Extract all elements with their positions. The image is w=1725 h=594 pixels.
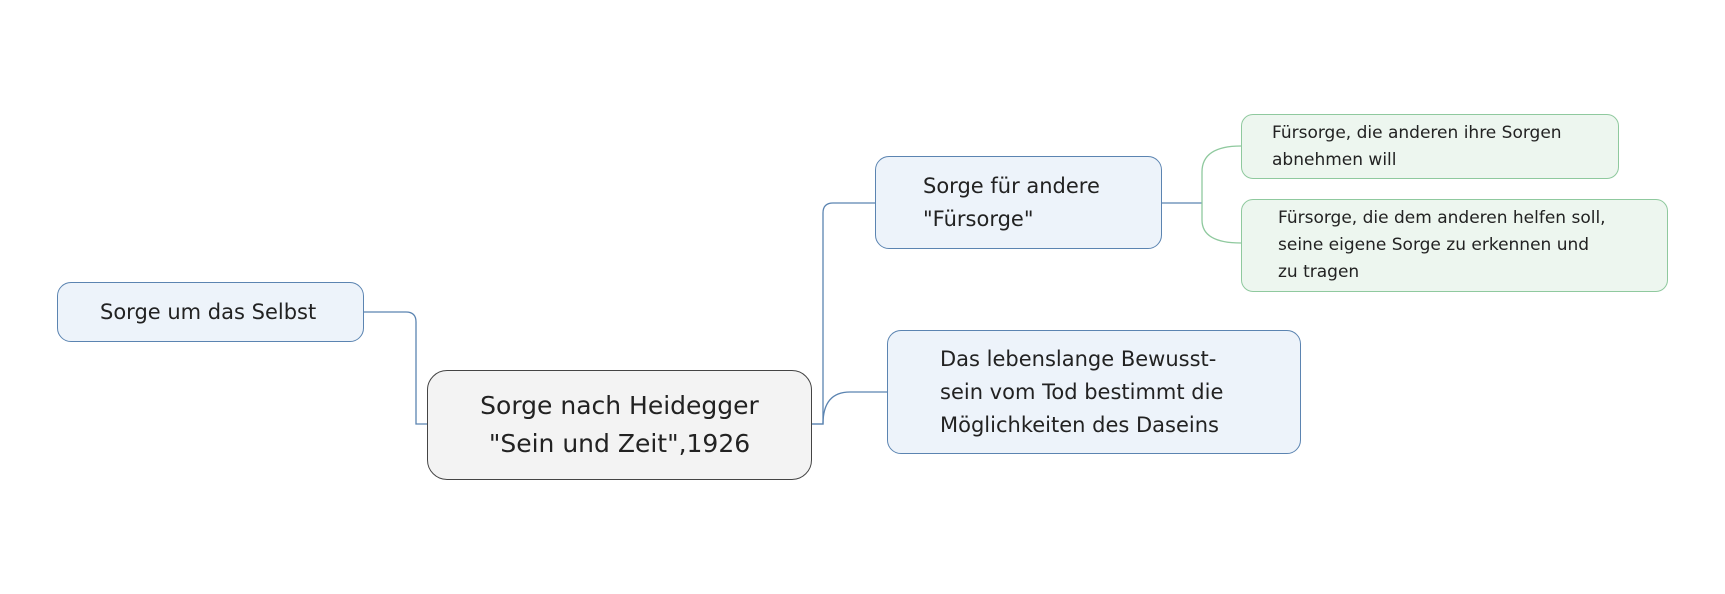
node-label: Sorge um das Selbst <box>100 299 317 324</box>
link-central-left <box>364 311 427 425</box>
central-line-1: Sorge nach Heidegger <box>480 391 759 420</box>
link-central-fuersorge <box>812 202 875 425</box>
link-child-1 <box>1201 145 1242 203</box>
node-line: "Fürsorge" <box>923 206 1034 231</box>
node-line: Sorge für andere <box>923 173 1100 198</box>
node-line: Das lebenslange Bewusst- <box>940 346 1217 371</box>
node-bewusstsein-tod[interactable]: Das lebenslange Bewusst- sein vom Tod be… <box>887 330 1301 454</box>
node-line: seine eigene Sorge zu erkennen und <box>1278 235 1590 255</box>
node-line: Fürsorge, die anderen ihre Sorgen <box>1272 122 1562 143</box>
central-topic[interactable]: Sorge nach Heidegger "Sein und Zeit",192… <box>427 370 812 480</box>
node-line: Fürsorge, die dem anderen helfen soll, <box>1278 208 1606 228</box>
link-central-tod <box>812 391 887 425</box>
node-line: zu tragen <box>1278 262 1360 282</box>
link-child-2 <box>1201 203 1242 244</box>
node-sorge-um-das-selbst[interactable]: Sorge um das Selbst <box>57 282 364 342</box>
node-fuersorge-helfen[interactable]: Fürsorge, die dem anderen helfen soll, s… <box>1241 199 1668 292</box>
node-line: sein vom Tod bestimmt die <box>940 379 1224 404</box>
node-fuersorge[interactable]: Sorge für andere "Fürsorge" <box>875 156 1162 249</box>
central-line-2: "Sein und Zeit",1926 <box>488 429 751 458</box>
node-line: abnehmen will <box>1272 149 1397 170</box>
node-line: Möglichkeiten des Daseins <box>940 412 1219 437</box>
node-fuersorge-abnehmen[interactable]: Fürsorge, die anderen ihre Sorgen abnehm… <box>1241 114 1619 179</box>
